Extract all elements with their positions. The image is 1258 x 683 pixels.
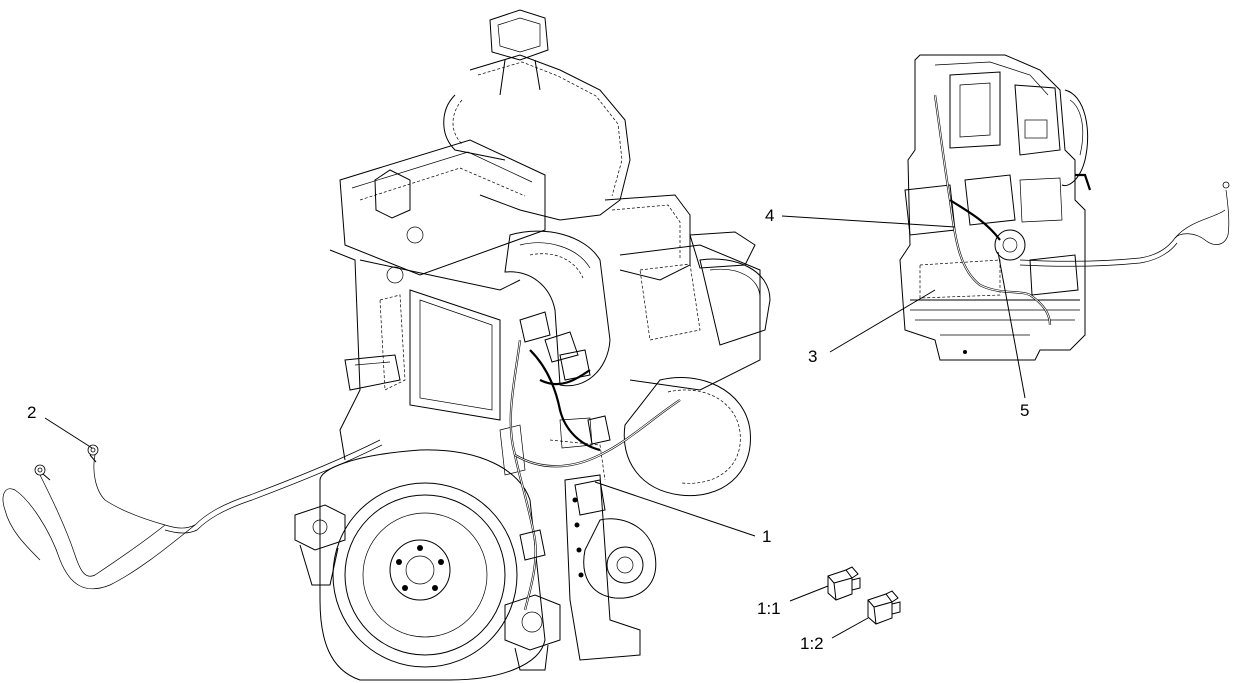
callout-1: 1 bbox=[762, 527, 771, 546]
connector-1-1 bbox=[827, 566, 861, 601]
engine-side-view bbox=[899, 54, 1230, 361]
wiring-harness bbox=[509, 311, 681, 611]
connector-1-2 bbox=[867, 590, 901, 625]
callout-3: 3 bbox=[808, 347, 817, 366]
ground-cable bbox=[2, 439, 383, 590]
callout-1-1: 1:1 bbox=[757, 599, 781, 618]
callout-1-2: 1:2 bbox=[800, 634, 824, 653]
callout-5: 5 bbox=[1020, 401, 1029, 420]
callout-2: 2 bbox=[27, 403, 36, 422]
engine-iso-view bbox=[294, 9, 771, 681]
leader-lines bbox=[44, 215, 1026, 639]
callout-4: 4 bbox=[765, 206, 774, 225]
